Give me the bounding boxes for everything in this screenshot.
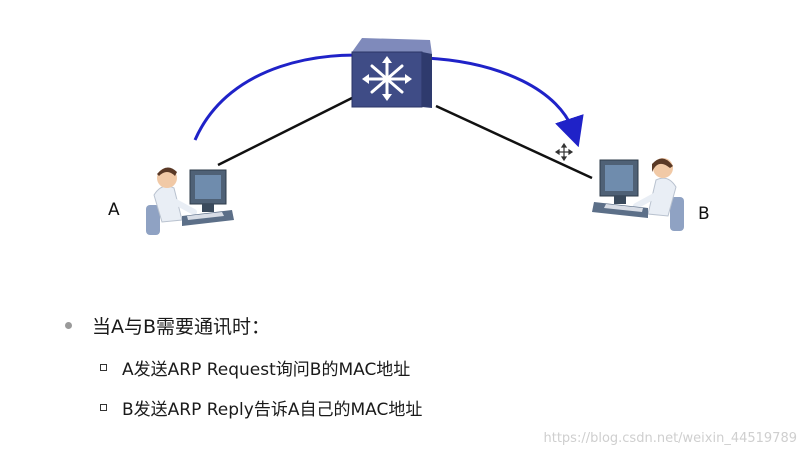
host-b-label: B: [698, 204, 710, 224]
square-bullet-icon: [100, 364, 107, 371]
watermark: https://blog.csdn.net/weixin_44519789: [543, 431, 797, 446]
sub-item-reply: B发送ARP Reply告诉A自己的MAC地址: [100, 395, 422, 420]
square-bullet-icon: [100, 404, 107, 411]
network-diagram: [146, 38, 684, 235]
network-switch-icon: [351, 38, 432, 108]
sub-item-text: B发送ARP Reply告诉A自己的MAC地址: [122, 400, 423, 420]
sub-item-text: A发送ARP Request询问B的MAC地址: [122, 360, 411, 380]
link-a-switch: [217, 96, 353, 167]
host-a-label: A: [108, 200, 120, 220]
bullet-main-text: 当A与B需要通讯时：: [92, 316, 271, 338]
move-cursor-icon: [554, 142, 574, 162]
link-switch-b: [435, 104, 593, 180]
bullet-main: 当A与B需要通讯时：: [65, 312, 270, 339]
bullet-dot-icon: [65, 322, 72, 329]
sub-item-request: A发送ARP Request询问B的MAC地址: [100, 355, 410, 380]
computer-user-icon: [592, 158, 684, 231]
computer-user-icon: [146, 167, 234, 235]
